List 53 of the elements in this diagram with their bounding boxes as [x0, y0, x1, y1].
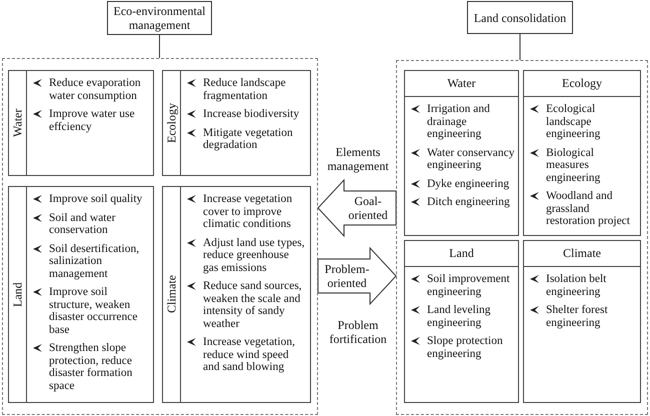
- panel-heading: Land: [9, 187, 27, 402]
- list-item-text: Strengthen slope protection, reduce disaster formation space: [49, 342, 134, 392]
- list-item-text: Isolation belt engineering: [546, 273, 608, 298]
- panel-heading: Climate: [524, 241, 640, 267]
- panel-heading: Water: [405, 71, 518, 97]
- edge-label: Goal-oriented: [347, 194, 389, 222]
- list-item-text: Water conservancy engineering: [427, 146, 515, 172]
- list-item-text: Increase vegetation, reduce wind speed and sand blowing: [203, 336, 296, 374]
- list-item-text: Increase biodiversity: [203, 108, 300, 120]
- list-item-text: Irrigation and drainage engineering: [427, 103, 491, 140]
- panel-heading: Ecology: [524, 71, 640, 97]
- list-item-text: Improve soil structure, weaken disaster occurrence base: [49, 286, 138, 336]
- list-item-text: Reduce sand sources, weaken the scale and intensity of sandy weather: [203, 280, 303, 330]
- category-panel: [523, 70, 641, 236]
- panel-heading: Land: [405, 241, 518, 267]
- category-panel: [404, 240, 519, 403]
- category-panel: [523, 240, 641, 403]
- panel-heading: Ecology: [163, 71, 181, 175]
- edge-label: Problem-oriented: [324, 262, 370, 290]
- list-item-text: Increase vegetation cover to improve climatic conditions: [203, 193, 294, 230]
- dashed-group-box: [396, 60, 648, 415]
- list-item-text: Ditch engineering: [427, 196, 510, 208]
- list-item-text: Dyke engineering: [427, 178, 510, 190]
- list-item-text: Soil desertification, salinization management: [49, 242, 140, 280]
- list-item-text: Improve water use effciency: [49, 108, 136, 133]
- category-panel: [8, 70, 154, 176]
- dashed-group-box: [2, 58, 318, 415]
- list-item-text: Slope protection engineering: [427, 335, 504, 360]
- list-item-text: Shelter forest engineering: [546, 304, 609, 329]
- category-panel: [8, 186, 154, 403]
- block-arrow: [318, 246, 397, 306]
- annotation-text: Elements management: [326, 145, 390, 173]
- category-panel: [162, 186, 311, 403]
- title-box: Eco-environmental management: [107, 1, 212, 35]
- list-item-text: Improve soil quality: [49, 193, 142, 206]
- list-item-text: Reduce landscape fragmentation: [203, 77, 287, 102]
- list-item-text: Biological measures engineering: [546, 146, 602, 184]
- category-panel: [162, 70, 311, 176]
- list-item-text: Reduce evaporation water consumption: [49, 77, 142, 102]
- list-item-text: Ecological landscape engineering: [546, 103, 602, 140]
- list-item-text: Woodland and grassland restoration project: [546, 190, 631, 228]
- list-item-text: Mitigate vegetation degradation: [203, 126, 294, 152]
- list-item-text: Soil and water conservation: [49, 212, 116, 236]
- connector-line: [159, 34, 160, 58]
- block-arrow: [317, 178, 396, 238]
- annotation-text: Problem fortification: [328, 318, 388, 346]
- panel-heading: Climate: [163, 187, 181, 402]
- category-panel: [404, 70, 519, 236]
- list-item-text: Land leveling engineering: [427, 304, 492, 329]
- list-item-text: Adjust land use types, reduce greenhouse gas emissions: [203, 236, 306, 274]
- list-item-text: Soil improvement engineering: [427, 273, 511, 298]
- title-box: Land consolidation: [467, 1, 573, 34]
- panel-heading: Water: [9, 71, 27, 175]
